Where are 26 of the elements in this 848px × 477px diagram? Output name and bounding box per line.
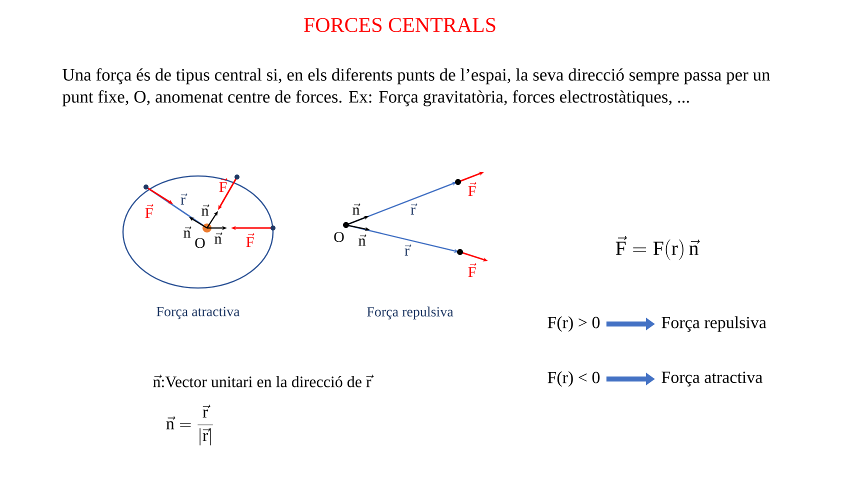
vector-label: $\vec{\mathrm{n}}$	[202, 204, 210, 216]
vector-label: $\vec{\mathrm{F}}$	[246, 233, 254, 247]
vector-label: $\vec{\mathrm{F}}$	[219, 178, 228, 192]
vector-label: $\vec{\mathrm{F}}$	[468, 182, 476, 196]
vector-label: $\vec{\mathrm{n}}$	[358, 234, 366, 246]
condition-text: F(r) < 0	[548, 371, 600, 387]
definition-text: $\vec{\mathrm{n}}\hbox{:Vector unitari en la direcció de }\vec{\mathrm{r}}$	[153, 374, 374, 388]
vector-label: $\vec{\mathrm{F}}$	[468, 263, 476, 277]
vector-label: $\vec{\mathrm{r}}$	[180, 193, 188, 205]
caption: Força repulsiva	[367, 306, 454, 320]
point-label: O	[334, 232, 344, 242]
description-text: Una força és de tipus central si, en els diferents punts de l’espai, la seva direcció sempre passa per un punt fixe, O, anomenat centre de forces. Ex: Força gravitatòria, forces electrostàtiques, ...	[62, 68, 770, 106]
vector-label: $\vec{\mathrm{n}}$	[352, 203, 360, 215]
caption: Força atractiva	[156, 306, 240, 320]
vector-label: $\vec{\mathrm{n}}$	[214, 232, 222, 244]
vector-label: $\vec{\mathrm{n}}$	[184, 226, 192, 238]
vector-label: $\vec{\mathrm{r}}$	[404, 244, 412, 256]
formula: $\vec{\mathrm{n}} = \frac{\vec{\mathrm{r}}}{|\vec{\mathrm{r}}|}$	[166, 404, 213, 446]
condition-text: F(r) > 0	[548, 316, 600, 332]
formula: $\vec{\mathrm{F}} = \mathrm{F(r)}\,\vec{\mathrm{n}}$	[616, 236, 700, 260]
condition-text: Força atractiva	[662, 372, 762, 386]
title: FORCES CENTRALS	[304, 18, 496, 32]
vector-label: $\vec{\mathrm{r}}$	[410, 203, 418, 215]
vector-label: $\vec{\mathrm{F}}$	[145, 204, 154, 218]
condition-text: Força repulsiva	[662, 316, 766, 332]
point-label: O	[195, 238, 205, 248]
